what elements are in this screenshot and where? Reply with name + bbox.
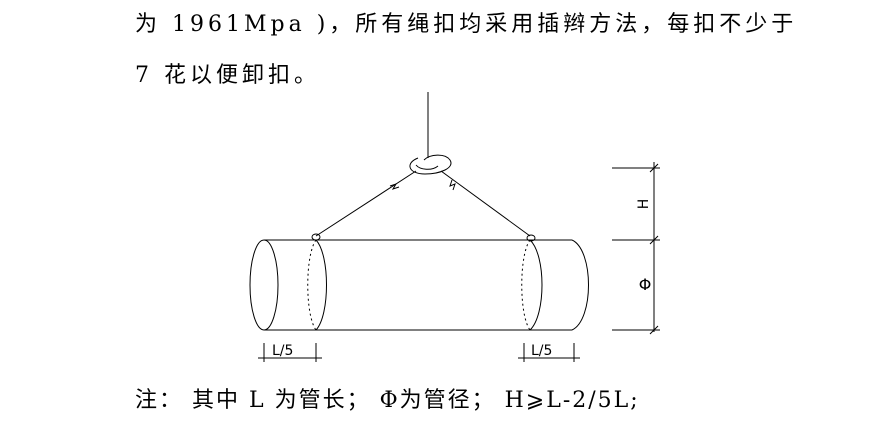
- diagram-note: 注： 其中 L 为管长； Φ为管径； H⩾L-2/5L;: [135, 388, 640, 413]
- right-dim-label: L/5: [531, 343, 552, 359]
- hook-ring: [415, 164, 439, 170]
- paragraph-line-1: 为 1961Mpa )，所有绳扣均采用插辫方法，每扣不少于: [135, 12, 798, 37]
- left-dim-label: L/5: [272, 343, 293, 359]
- left-sling: [315, 170, 417, 237]
- right-sling-wrap-back: [521, 239, 531, 331]
- diameter-label: Φ: [639, 275, 652, 294]
- right-sling: [440, 170, 531, 237]
- left-sling-wrap-back: [307, 239, 317, 331]
- pipe-right-end: [571, 239, 589, 331]
- right-sling-splice: [449, 179, 456, 191]
- hook-shackle: [409, 154, 452, 175]
- paragraph-line-2: 7 花以便卸扣。: [135, 63, 320, 88]
- dim-tick-mid: [649, 235, 659, 245]
- dim-tick-bottom: [649, 325, 659, 335]
- right-sling-wrap: [529, 239, 543, 331]
- dim-tick-top: [649, 163, 659, 173]
- left-sling-wrap: [315, 239, 327, 331]
- pipe-left-end: [249, 239, 279, 331]
- left-sling-loop: [311, 233, 321, 241]
- height-label: H: [636, 199, 652, 210]
- left-sling-splice: [389, 183, 400, 190]
